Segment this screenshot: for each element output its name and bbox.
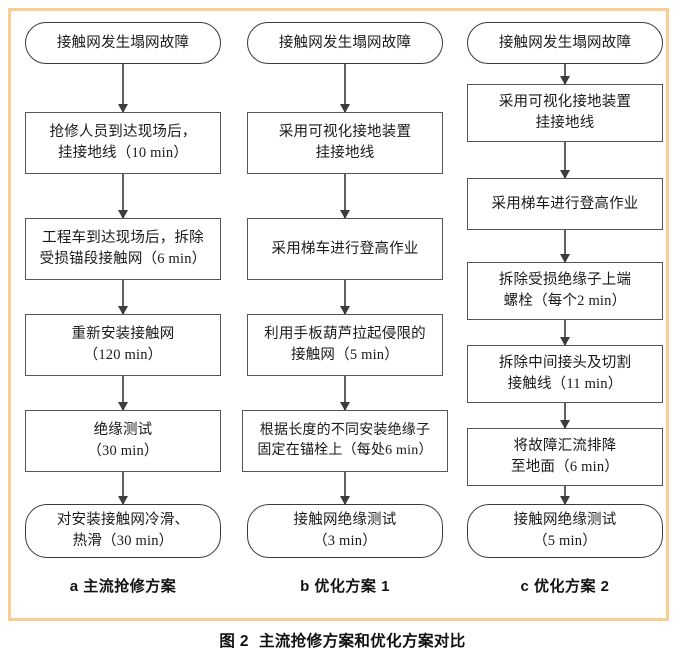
node-c-2-label: 采用可视化接地装置 挂接地线 (498, 94, 632, 131)
node-b-6[interactable]: 接触网绝缘测试 （3 min） (247, 504, 443, 558)
node-b-1[interactable]: 接触网发生塌网故障 (247, 22, 443, 64)
connector-a-2-3 (122, 174, 124, 218)
node-a-2[interactable]: 抢修人员到达现场后， 挂接地线（10 min） (25, 112, 221, 174)
node-b-4[interactable]: 利用手板葫芦拉起侵限的 接触网（5 min） (247, 314, 443, 376)
node-a-4-label: 重新安装接触网 （120 min） (71, 326, 175, 363)
connector-b-4-5 (344, 376, 346, 410)
node-b-6-label: 接触网绝缘测试 （3 min） (293, 512, 397, 549)
node-c-5[interactable]: 拆除中间接头及切割 接触线（11 min） (467, 345, 663, 403)
flow-column-a: 接触网发生塌网故障 抢修人员到达现场后， 挂接地线（10 min） 工程车到达现… (18, 0, 228, 613)
node-c-2[interactable]: 采用可视化接地装置 挂接地线 (467, 84, 663, 142)
node-b-3[interactable]: 采用梯车进行登高作业 (247, 218, 443, 280)
node-a-5-label: 绝缘测试 （30 min） (87, 422, 159, 459)
connector-b-3-4 (344, 280, 346, 314)
column-caption-a: a 主流抢修方案 (69, 578, 177, 595)
node-b-4-label: 利用手板葫芦拉起侵限的 接触网（5 min） (264, 326, 426, 363)
node-a-5[interactable]: 绝缘测试 （30 min） (25, 410, 221, 472)
figure-caption-label: 图 2 (219, 633, 249, 650)
node-c-3[interactable]: 采用梯车进行登高作业 (467, 178, 663, 230)
figure-caption: 图 2 主流抢修方案和优化方案对比 (0, 629, 685, 651)
node-c-3-label: 采用梯车进行登高作业 (491, 195, 639, 212)
connector-c-1-2 (564, 64, 566, 84)
node-c-6[interactable]: 将故障汇流排降 至地面（6 min） (467, 428, 663, 486)
node-b-2-label: 采用可视化接地装置 挂接地线 (278, 124, 412, 161)
node-b-5[interactable]: 根据长度的不同安装绝缘子 固定在锚栓上（每处6 min） (242, 410, 448, 472)
connector-a-3-4 (122, 280, 124, 314)
flowchart-area: 接触网发生塌网故障 抢修人员到达现场后， 挂接地线（10 min） 工程车到达现… (0, 0, 685, 613)
node-c-6-label: 将故障汇流排降 至地面（6 min） (511, 438, 619, 475)
node-a-3[interactable]: 工程车到达现场后，拆除 受损锚段接触网（6 min） (25, 218, 221, 280)
node-a-3-label: 工程车到达现场后，拆除 受损锚段接触网（6 min） (39, 230, 207, 267)
node-a-4[interactable]: 重新安装接触网 （120 min） (25, 314, 221, 376)
connector-b-1-2 (344, 64, 346, 112)
node-b-2[interactable]: 采用可视化接地装置 挂接地线 (247, 112, 443, 174)
node-c-7[interactable]: 接触网绝缘测试 （5 min） (467, 504, 663, 558)
node-a-1-label: 接触网发生塌网故障 (56, 34, 190, 51)
column-caption-c: c 优化方案 2 (520, 578, 610, 595)
flow-column-c: 接触网发生塌网故障 采用可视化接地装置 挂接地线 采用梯车进行登高作业 拆除受损… (460, 0, 670, 613)
node-a-2-label: 抢修人员到达现场后， 挂接地线（10 min） (49, 124, 197, 161)
connector-c-2-3 (564, 142, 566, 178)
node-c-7-label: 接触网绝缘测试 （5 min） (513, 512, 617, 549)
node-c-1-label: 接触网发生塌网故障 (498, 34, 632, 51)
node-b-1-label: 接触网发生塌网故障 (278, 34, 412, 51)
connector-c-6-7 (564, 486, 566, 504)
figure-caption-text: 主流抢修方案和优化方案对比 (258, 633, 466, 650)
connector-b-5-6 (344, 472, 346, 504)
connector-a-4-5 (122, 376, 124, 410)
node-a-6[interactable]: 对安装接触网冷滑、 热滑（30 min） (25, 504, 221, 558)
node-c-5-label: 拆除中间接头及切割 接触线（11 min） (498, 355, 632, 392)
node-c-4[interactable]: 拆除受损绝缘子上端 螺栓（每个2 min） (467, 262, 663, 320)
connector-c-5-6 (564, 403, 566, 428)
node-c-1[interactable]: 接触网发生塌网故障 (467, 22, 663, 64)
flow-column-b: 接触网发生塌网故障 采用可视化接地装置 挂接地线 采用梯车进行登高作业 利用手板… (240, 0, 450, 613)
connector-c-3-4 (564, 230, 566, 262)
column-caption-b: b 优化方案 1 (300, 578, 390, 595)
node-a-6-label: 对安装接触网冷滑、 热滑（30 min） (56, 512, 190, 549)
node-a-1[interactable]: 接触网发生塌网故障 (25, 22, 221, 64)
node-b-3-label: 采用梯车进行登高作业 (271, 240, 419, 257)
node-c-4-label: 拆除受损绝缘子上端 螺栓（每个2 min） (498, 272, 632, 309)
connector-c-4-5 (564, 320, 566, 345)
connector-a-1-2 (122, 64, 124, 112)
connector-b-2-3 (344, 174, 346, 218)
connector-a-5-6 (122, 472, 124, 504)
node-b-5-label: 根据长度的不同安装绝缘子 固定在锚栓上（每处6 min） (257, 423, 433, 458)
